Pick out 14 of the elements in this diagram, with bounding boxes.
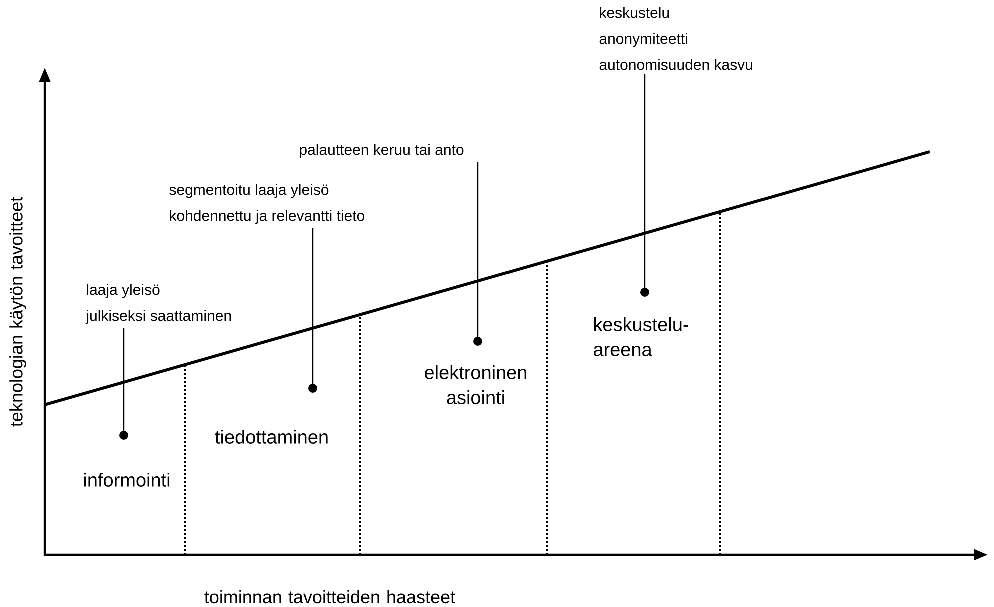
region-label: elektroninen asiointi xyxy=(425,366,526,404)
region-label: keskustelu-areena xyxy=(594,318,688,356)
annotation-text: keskustelu anonymiteetti autonomisuuden kasvu xyxy=(600,7,752,70)
axis-title: toiminnan tavoitteiden haasteet xyxy=(204,590,456,604)
annotation-text: laaja yleisö julkiseksi saattaminen xyxy=(86,284,232,324)
region-label: informointi xyxy=(84,473,170,487)
axis-title: teknologian käytön tavoitteet xyxy=(10,197,26,427)
leader-line xyxy=(640,74,650,297)
annotation-text: segmentoitu laaja yleisö kohdennettu ja relevantti tieto xyxy=(170,184,364,224)
annotation-text: palautteen keruu tai anto xyxy=(300,144,464,158)
leader-line xyxy=(474,162,482,346)
leader-line xyxy=(120,328,128,440)
leader-line xyxy=(308,228,318,393)
region-label: tiedottaminen xyxy=(215,430,328,444)
